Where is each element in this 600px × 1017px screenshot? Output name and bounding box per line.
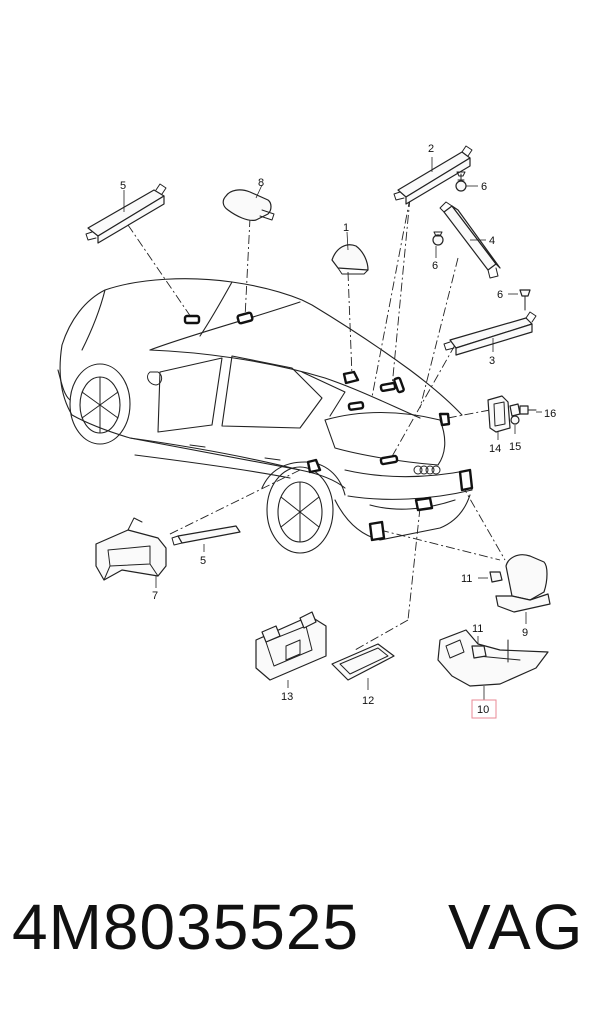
nut-11a: 11 xyxy=(461,571,503,585)
marker-3 xyxy=(379,454,399,466)
part-10-bracket: 10 xyxy=(437,629,549,719)
part-1-roof-antenna: 1 xyxy=(331,222,369,275)
location-markers xyxy=(183,311,474,542)
brand-text: VAG xyxy=(448,891,585,963)
marker-9 xyxy=(458,468,474,492)
nut-11b: 11 xyxy=(472,623,483,644)
callout-6c: 6 xyxy=(497,289,503,301)
marker-8 xyxy=(236,311,254,325)
part-5-antenna-strip-lower: 5 xyxy=(171,525,241,567)
callout-11b: 11 xyxy=(472,623,483,635)
callout-3: 3 xyxy=(489,355,495,367)
callout-2: 2 xyxy=(428,143,434,155)
parts-diagram: 5 8 1 2 6 4 xyxy=(57,143,556,719)
marker-7 xyxy=(306,458,322,474)
part-9-module: 9 xyxy=(495,554,551,639)
car-illustration xyxy=(57,278,473,554)
part-15-nut: 15 xyxy=(509,415,521,453)
callout-12: 12 xyxy=(362,695,374,707)
callout-6b: 6 xyxy=(432,260,438,272)
callout-5b: 5 xyxy=(200,555,206,567)
part-8-module: 8 xyxy=(222,177,275,221)
part-12-plate: 12 xyxy=(331,643,395,707)
callout-9: 9 xyxy=(522,627,528,639)
leader-lines xyxy=(127,197,506,651)
callout-7: 7 xyxy=(152,590,158,602)
callout-14: 14 xyxy=(489,443,501,455)
callout-1: 1 xyxy=(343,222,349,234)
part-3-antenna-strip: 3 xyxy=(443,311,537,367)
part-13-bracket: 13 xyxy=(255,611,327,703)
part-number-text: 4M8035525 xyxy=(12,891,360,963)
part-14-bracket: 14 xyxy=(487,395,521,455)
callout-16: 16 xyxy=(544,408,556,420)
callout-5a: 5 xyxy=(120,180,126,192)
part-5-antenna-strip: 5 xyxy=(85,180,167,244)
marker-2b xyxy=(379,381,397,393)
marker-5 xyxy=(183,314,201,325)
screw-6c: 6 xyxy=(497,289,531,311)
screw-6b: 6 xyxy=(432,231,444,272)
callout-11a: 11 xyxy=(461,573,472,585)
callout-15: 15 xyxy=(509,441,521,453)
callout-10-highlight xyxy=(471,699,497,719)
marker-4 xyxy=(393,376,405,394)
callout-10: 10 xyxy=(477,704,489,716)
callout-8: 8 xyxy=(258,177,264,189)
marker-1 xyxy=(342,370,360,385)
rings-logo xyxy=(413,465,441,475)
marker-13 xyxy=(368,520,386,542)
callout-13: 13 xyxy=(281,691,293,703)
part-7-bracket: 7 xyxy=(95,517,167,602)
part-4-antenna-strip: 4 xyxy=(439,201,501,279)
part-16-screw: 16 xyxy=(519,405,556,420)
screw-6a: 6 xyxy=(455,171,487,193)
marker-2a xyxy=(347,401,365,411)
part-2-antenna-strip: 2 xyxy=(393,143,473,205)
marker-12 xyxy=(414,496,434,512)
marker-14 xyxy=(438,412,451,427)
callout-4: 4 xyxy=(489,235,495,247)
callout-6a: 6 xyxy=(481,181,487,193)
